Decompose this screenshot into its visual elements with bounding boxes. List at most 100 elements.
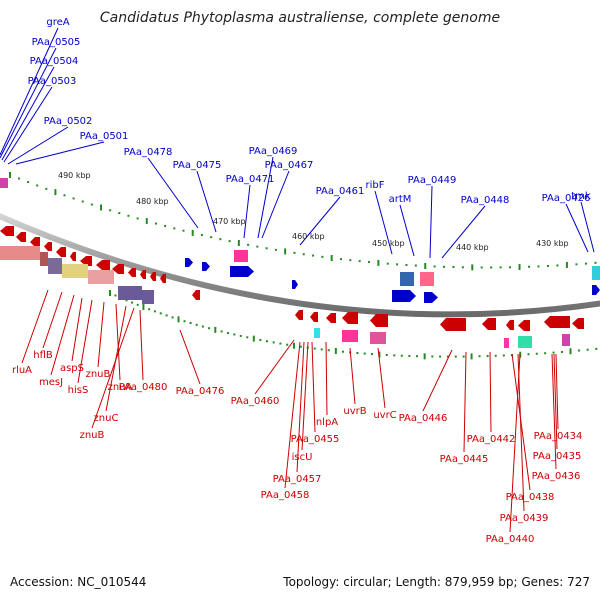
minor-tick xyxy=(439,355,442,358)
gene-category-box xyxy=(118,286,142,300)
minor-tick xyxy=(210,236,213,239)
minor-tick xyxy=(313,347,316,350)
gene-arrow xyxy=(56,247,66,257)
gene-label: nlpA xyxy=(316,417,338,428)
gene-label: znuB xyxy=(86,369,111,380)
leader-line xyxy=(97,301,105,368)
gene-label: PAa_0440 xyxy=(486,534,535,545)
minor-tick xyxy=(114,294,117,297)
gene-label: PAa_0469 xyxy=(249,146,298,157)
minor-tick xyxy=(239,334,242,337)
leader-line xyxy=(50,294,75,376)
gene-category-box xyxy=(88,270,114,284)
major-tick xyxy=(292,342,295,349)
leader-line xyxy=(0,27,59,156)
major-tick xyxy=(423,353,426,360)
gene-arrow xyxy=(424,292,438,303)
leader-line xyxy=(77,299,93,384)
minor-tick xyxy=(165,314,168,317)
minor-tick xyxy=(226,332,229,334)
major-tick xyxy=(377,259,380,266)
major-tick xyxy=(237,240,240,247)
gene-category-box xyxy=(342,330,358,342)
leader-line xyxy=(147,157,199,229)
minor-tick xyxy=(320,348,323,351)
minor-tick xyxy=(478,355,481,358)
gene-arrow xyxy=(392,290,416,302)
major-tick xyxy=(565,261,568,268)
scale-tick-label: 430 kbp xyxy=(536,239,569,248)
major-tick xyxy=(284,248,287,255)
minor-tick xyxy=(293,251,296,254)
gene-arrow xyxy=(440,318,466,331)
gene-label: aspS xyxy=(60,363,84,374)
major-tick xyxy=(9,172,11,178)
gene-arrow xyxy=(44,242,52,251)
leader-line xyxy=(3,86,53,163)
gene-category-box xyxy=(562,334,570,346)
gene-label: PAa_0458 xyxy=(261,490,310,501)
gene-category-box xyxy=(48,258,62,274)
minor-tick xyxy=(256,245,259,248)
gene-category-box xyxy=(234,250,248,262)
minor-tick xyxy=(18,177,21,180)
minor-tick xyxy=(363,352,366,355)
leader-line xyxy=(349,347,356,405)
leader-line xyxy=(311,341,316,433)
minor-tick xyxy=(265,247,268,250)
minor-tick xyxy=(433,265,436,268)
scale-tick-label: 470 kbp xyxy=(213,217,246,226)
minor-tick xyxy=(220,330,223,333)
leader-line xyxy=(196,170,217,233)
minor-tick xyxy=(127,214,130,217)
major-tick xyxy=(191,229,194,236)
gene-arrow xyxy=(326,313,336,323)
minor-tick xyxy=(164,225,167,228)
leader-line xyxy=(580,201,595,253)
gene-arrow xyxy=(230,266,254,277)
gene-label: PAa_0505 xyxy=(32,37,81,48)
major-tick xyxy=(142,304,145,311)
major-tick xyxy=(145,218,148,225)
minor-tick xyxy=(302,253,305,256)
gene-label: PAa_0449 xyxy=(408,175,457,186)
minor-tick xyxy=(490,266,493,269)
leader-line xyxy=(511,353,531,491)
minor-tick xyxy=(327,349,330,352)
minor-tick xyxy=(286,343,289,346)
major-tick xyxy=(424,263,427,270)
minor-tick xyxy=(461,266,464,269)
minor-tick xyxy=(414,264,417,267)
scale-tick-label: 450 kbp xyxy=(372,239,405,248)
minor-tick xyxy=(339,258,342,261)
major-tick xyxy=(569,348,572,355)
gene-arrow xyxy=(370,314,388,327)
major-tick xyxy=(470,353,473,360)
minor-tick xyxy=(81,200,84,203)
minor-tick xyxy=(200,234,203,237)
major-tick xyxy=(378,351,381,358)
gene-label: PAa_0435 xyxy=(533,451,582,462)
minor-tick xyxy=(233,333,236,336)
minor-tick xyxy=(171,316,174,319)
gene-arrow xyxy=(16,232,26,242)
minor-tick xyxy=(272,341,275,344)
minor-tick xyxy=(299,345,302,348)
gene-label: PAa_0457 xyxy=(273,474,322,485)
gene-category-box xyxy=(518,336,532,348)
minor-tick xyxy=(246,336,249,339)
major-tick xyxy=(330,255,333,262)
minor-tick xyxy=(189,322,192,325)
minor-tick xyxy=(431,355,434,358)
gene-label: PAa_0460 xyxy=(231,396,280,407)
minor-tick xyxy=(385,353,388,356)
gene-label: tmk xyxy=(571,191,591,202)
leader-line xyxy=(21,289,49,364)
gene-label: PAa_0438 xyxy=(506,492,555,503)
leader-line xyxy=(553,353,558,450)
minor-tick xyxy=(266,340,269,343)
gene-label: artM xyxy=(389,194,412,205)
minor-tick xyxy=(499,266,502,269)
leader-line xyxy=(0,47,57,159)
gene-arrow xyxy=(572,318,584,329)
